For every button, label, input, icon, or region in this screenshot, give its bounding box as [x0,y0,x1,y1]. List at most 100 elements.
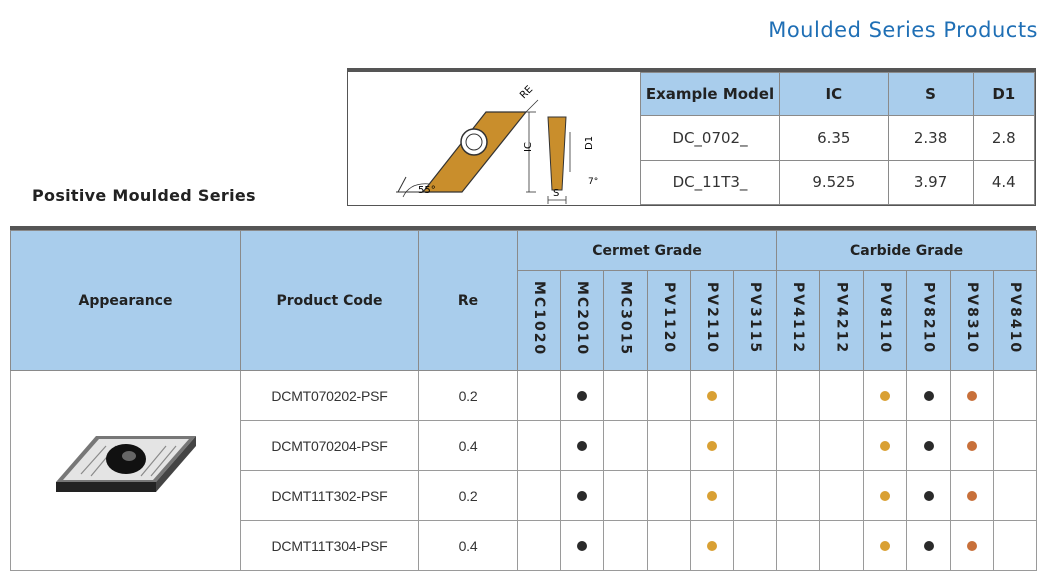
grade-header-pv2110: PV2110 [690,270,734,371]
grade-cell [647,370,691,421]
grade-cell [517,470,561,521]
grade-cell [950,470,995,521]
grade-cell [690,420,734,471]
gold-dot-icon [707,490,717,501]
product-table-wrap: Appearance Product Code Re Cermet Grade … [10,226,1038,571]
grade-cell [906,370,952,421]
spec-cell: 4.4 [972,159,1036,206]
grade-cell [603,420,648,471]
grade-cell [950,370,995,421]
grade-cell [819,370,865,421]
black-dot-icon [577,540,587,551]
black-dot-icon [577,390,587,401]
grade-header-mc2010: MC2010 [560,270,604,371]
gold-dot-icon [707,540,717,551]
grade-label: MC2010 [574,280,590,357]
grade-header-pv1120: PV1120 [647,270,691,371]
grade-cell [732,420,778,471]
gold-dot-icon [880,440,891,451]
gold-dot-icon [880,490,891,501]
appearance-cell [10,370,241,571]
grade-header-pv3115: PV3115 [732,270,778,371]
side-view-shape [547,116,567,191]
grade-label: PV8110 [877,282,894,355]
insert-diagram: 55° RE IC D1 S 7° [348,72,640,205]
grade-label: PV2110 [704,282,720,355]
spec-row: DC_11T3_ 9.525 3.97 4.4 [640,159,1036,206]
re-cell: 0.4 [418,420,518,471]
grade-cell [517,520,561,571]
spec-header: S [887,71,974,117]
grade-label: MC3015 [617,280,634,357]
insert-image [55,435,196,492]
spec-box: 55° RE IC D1 S 7° Example Model IC S D1 [347,68,1036,206]
grade-cell [863,520,908,571]
grade-label: MC1020 [531,280,547,357]
black-dot-icon [577,440,587,451]
grade-cell [647,520,691,571]
grade-label: PV1120 [661,282,677,355]
grade-header-mc1020: MC1020 [517,270,561,371]
grade-cell [950,420,995,471]
black-dot-icon [923,440,934,451]
gold-dot-icon [880,540,891,551]
grade-cell [560,520,604,571]
grade-label: PV8410 [1007,282,1024,355]
grade-cell [993,370,1038,421]
re-cell: 0.2 [418,370,518,421]
product-code-header: Product Code [240,230,419,371]
grade-header-mc3015: MC3015 [603,270,648,371]
grade-label: PV4212 [833,282,850,355]
grade-cell [819,420,865,471]
appearance-header: Appearance [10,230,241,371]
black-dot-icon [923,490,934,501]
grade-cell [863,470,908,521]
group-header-row: Appearance Product Code Re Cermet Grade … [10,230,1038,371]
grade-header-pv8310: PV8310 [950,270,995,371]
product-code-cell: DCMT11T302-PSF [240,470,419,521]
product-code-cell: DCMT070204-PSF [240,420,419,471]
spec-row: DC_0702_ 6.35 2.38 2.8 [640,115,1036,161]
ic-label: IC [523,142,534,152]
spec-header: D1 [972,71,1036,117]
grade-cell [906,470,952,521]
grade-cell [993,520,1038,571]
grade-cell [732,520,778,571]
grade-cell [732,370,778,421]
cermet-grade-header: Cermet Grade [516,230,778,271]
grade-cell [819,520,865,571]
page-title: Moulded Series Products [768,18,1038,42]
re-cell: 0.4 [418,520,518,571]
d1-label: D1 [584,136,595,150]
grade-cell [863,420,908,471]
angle-55-label: 55° [418,185,436,196]
spec-header-row: Example Model IC S D1 [640,71,1036,117]
spec-cell: 6.35 [779,115,889,161]
gold-dot-icon [880,390,891,401]
grade-cell [863,370,908,421]
product-code-cell: DCMT070202-PSF [240,370,419,421]
grade-cell [906,420,952,471]
black-dot-icon [923,390,934,401]
product-code-cell: DCMT11T304-PSF [240,520,419,571]
grade-cell [906,520,952,571]
copper-dot-icon [967,490,978,501]
copper-dot-icon [967,390,978,401]
spec-cell: 3.97 [887,159,974,206]
re-label: RE [518,84,535,101]
grade-cell [690,520,734,571]
grade-cell [603,370,648,421]
section-title: Positive Moulded Series [32,186,256,205]
grade-cell [560,470,604,521]
grade-cell [690,470,734,521]
grade-cell [776,420,821,471]
grade-cell [993,420,1038,471]
grade-label: PV8210 [920,282,937,355]
grade-cell [647,420,691,471]
grade-cell [819,470,865,521]
grade-cell [647,470,691,521]
